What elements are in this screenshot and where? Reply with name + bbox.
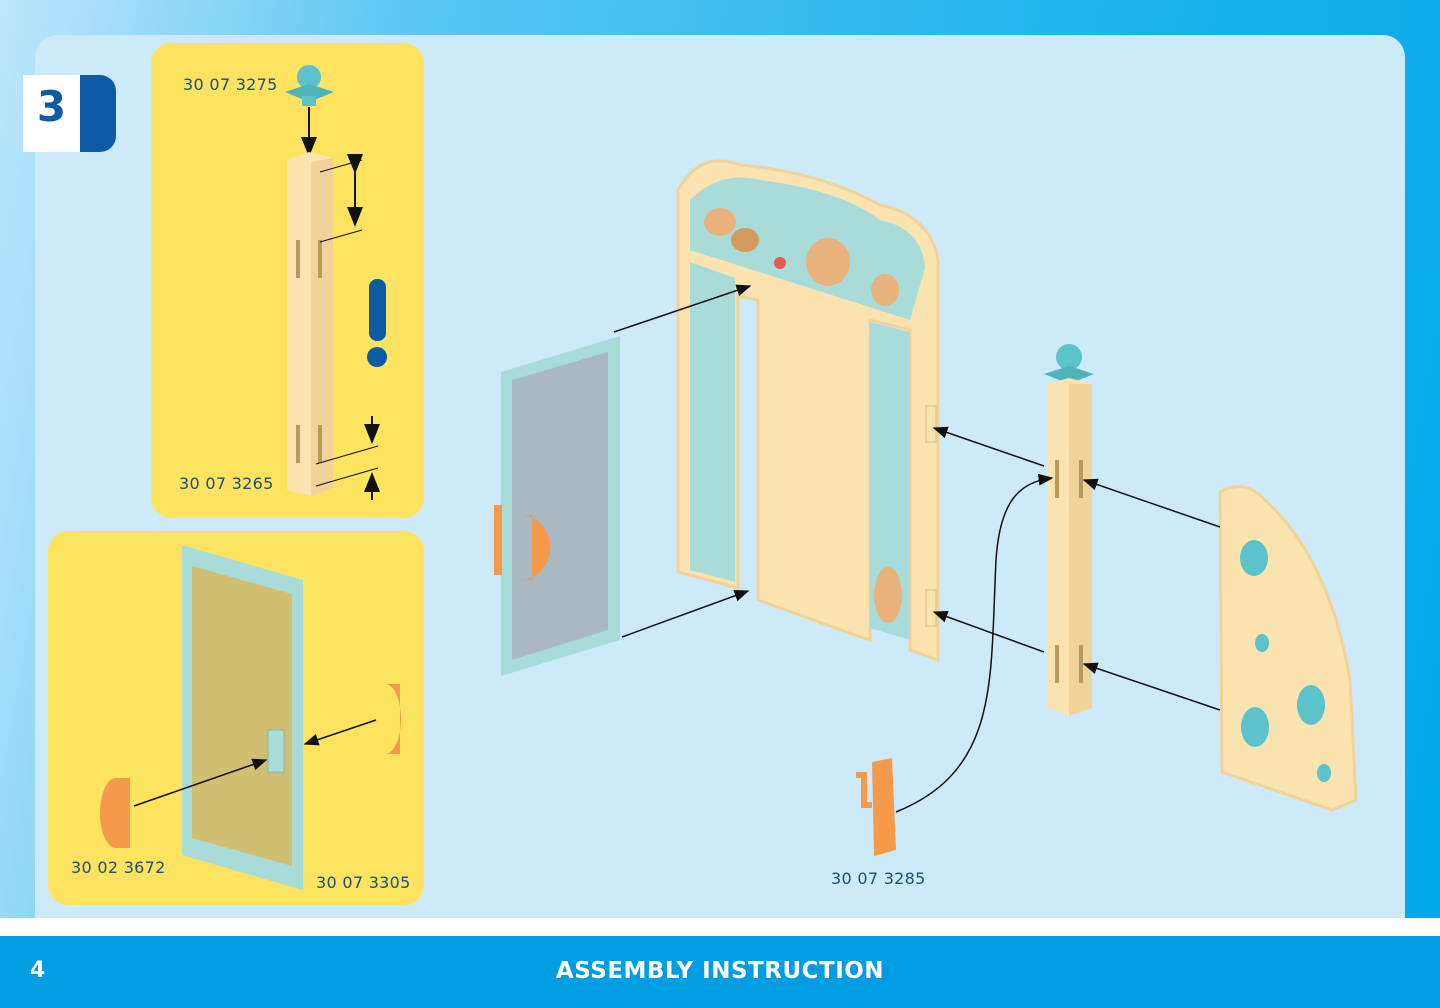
side-wall-part (1218, 485, 1358, 812)
part-number-handle: 30 02 3672 (71, 858, 166, 877)
part-number-top-cap: 30 07 3275 (183, 75, 278, 94)
arch-frame-part (676, 159, 940, 663)
footer-bar: 4 ASSEMBLY INSTRUCTION (0, 936, 1440, 1008)
pillar-part-main (1044, 344, 1094, 716)
part-number-pillar: 30 07 3265 (179, 474, 274, 493)
door-part (494, 336, 620, 676)
step-badge-tab (80, 75, 116, 152)
top-cap-part (285, 65, 334, 106)
hook-part (856, 758, 896, 856)
step-number: 3 (36, 82, 67, 131)
door-part-detail (182, 545, 303, 890)
part-number-door: 30 07 3305 (316, 873, 411, 892)
warning-exclamation-icon (367, 279, 387, 367)
step-badge (23, 75, 80, 152)
footer-title: ASSEMBLY INSTRUCTION (555, 958, 885, 984)
divider-strip (0, 918, 1440, 936)
handle-part-right (385, 684, 401, 754)
pillar-part (287, 152, 333, 496)
page-number: 4 (30, 958, 46, 983)
part-number-hook: 30 07 3285 (831, 869, 926, 888)
handle-part-left (100, 778, 130, 848)
